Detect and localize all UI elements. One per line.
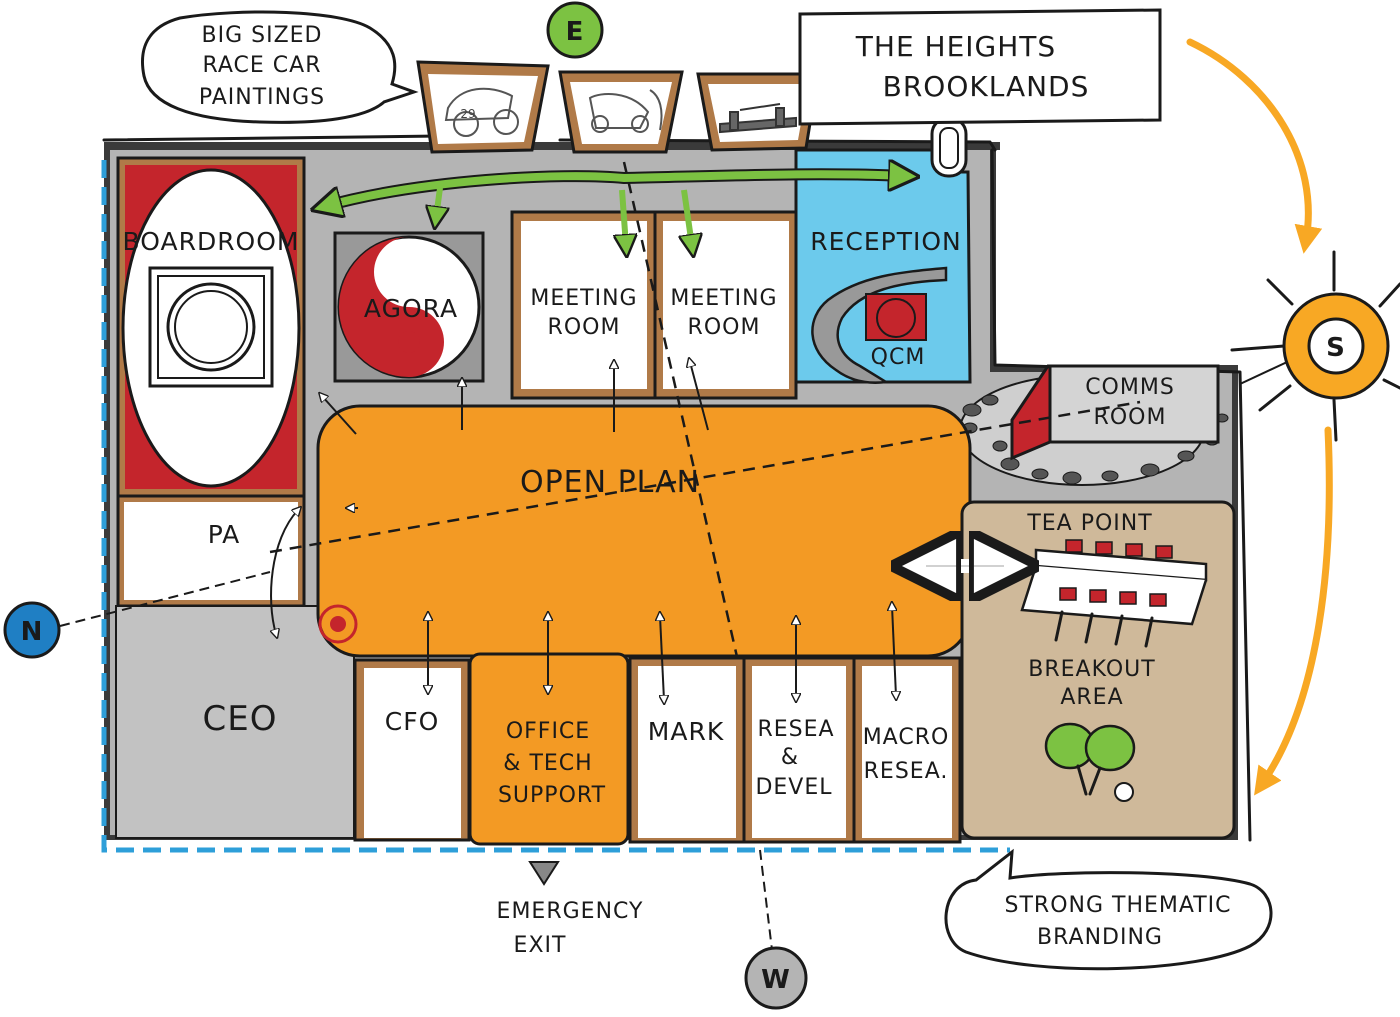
branding-line-1: STRONG THEMATIC [1005,893,1232,918]
callout-paintings-line-3: PAINTINGS [199,85,325,110]
cfo-office: CFO [353,658,471,842]
branding-line-2: BRANDING [1037,925,1163,950]
ping-pong-icon [1044,722,1136,802]
emergency-exit-arrow-icon [528,861,560,886]
compass-south-sun: S [1186,38,1400,796]
comms-room: COMMS ROOM [959,364,1229,486]
meeting-room-1-line-1: MEETING [530,286,637,311]
macro-line-1: MACRO [863,725,950,750]
office-tech-line-1: OFFICE [506,719,590,744]
building-name-line-2: BROOKLANDS [883,70,1090,103]
meeting-room-2-line-2: ROOM [688,315,761,340]
driver-race-car-icon [588,89,663,133]
tea-point-counter-icon [1020,539,1208,648]
pa-label: PA [208,520,241,549]
mark-label: MARK [648,717,724,746]
location-marker-icon [318,604,358,644]
building-name-line-1: THE HEIGHTS [855,30,1056,63]
office-tech-line-2: & TECH [503,751,592,776]
site-boundary [101,160,1010,853]
meeting-room-1: MEETING ROOM [510,210,657,400]
compass-north: N [3,571,271,659]
agora-room: AGORA [333,231,485,383]
emergency-exit-line-2: EXIT [514,933,567,958]
office-tech-support: OFFICE & TECH SUPPORT [468,652,630,846]
race-car-paintings-callout: BIG SIZED RACE CAR PAINTINGS [141,10,419,124]
boardroom-label: BOARDROOM [123,227,300,256]
compass-south-label: S [1326,333,1346,363]
painting-1-number: 29 [460,107,475,121]
breakout-area: TEA POINT BREAKOUT AREA [960,500,1236,840]
ceo-label: CEO [203,699,278,739]
research-line-2: & [781,745,799,770]
entrance-door-icon [930,116,968,178]
boardroom: BOARDROOM [116,156,306,498]
vintage-race-car-icon [444,87,519,137]
comms-room-line-1: COMMS [1085,375,1175,400]
reception: RECEPTION QCM [794,116,972,384]
office-tech-line-3: SUPPORT [498,783,606,808]
meeting-room-2-line-1: MEETING [670,286,777,311]
race-car-paintings: 29 [416,60,820,154]
cfo-label: CFO [385,707,440,736]
reception-label: RECEPTION [810,227,962,256]
open-plan: OPEN PLAN [269,161,1141,671]
branding-callout: STRONG THEMATIC BRANDING [944,848,1273,971]
f1-race-car-icon [719,103,797,134]
open-plan-label: OPEN PLAN [520,465,700,500]
painting-1: 29 [416,60,550,154]
research-line-3: DEVEL [755,775,832,800]
circulation-arrows [271,362,1004,700]
entrance-flow-arrows [326,174,904,246]
compass-east-label: E [566,17,585,47]
painting-2 [558,70,684,154]
emergency-exit: EMERGENCY EXIT [497,861,644,958]
compass-north-label: N [21,617,44,647]
callout-paintings-line-2: RACE CAR [202,53,321,78]
emergency-exit-line-1: EMERGENCY [497,899,644,924]
breakout-line-2: AREA [1060,685,1123,710]
mark-office: MARK [628,656,746,844]
research-line-1: RESEA [757,717,834,742]
breakout-line-1: BREAKOUT [1028,657,1155,682]
macro-research-office: MACRO RESEA. [852,656,962,844]
meeting-room-1-line-2: ROOM [548,315,621,340]
qcm-label: QCM [871,345,926,370]
painting-3 [696,72,820,152]
research-office: RESEA & DEVEL [742,656,856,844]
compass-west: W [744,849,808,1010]
building-name-box: THE HEIGHTS BROOKLANDS [798,8,1162,126]
macro-line-2: RESEA. [864,759,949,784]
agora-label: AGORA [364,294,458,323]
compass-east: E [546,1,604,59]
meeting-room-2: MEETING ROOM [653,210,798,400]
compass-west-label: W [761,965,791,995]
tea-point-label: TEA POINT [1026,511,1152,536]
callout-paintings-line-1: BIG SIZED [202,23,323,48]
ceo-room: CEO [115,605,355,839]
